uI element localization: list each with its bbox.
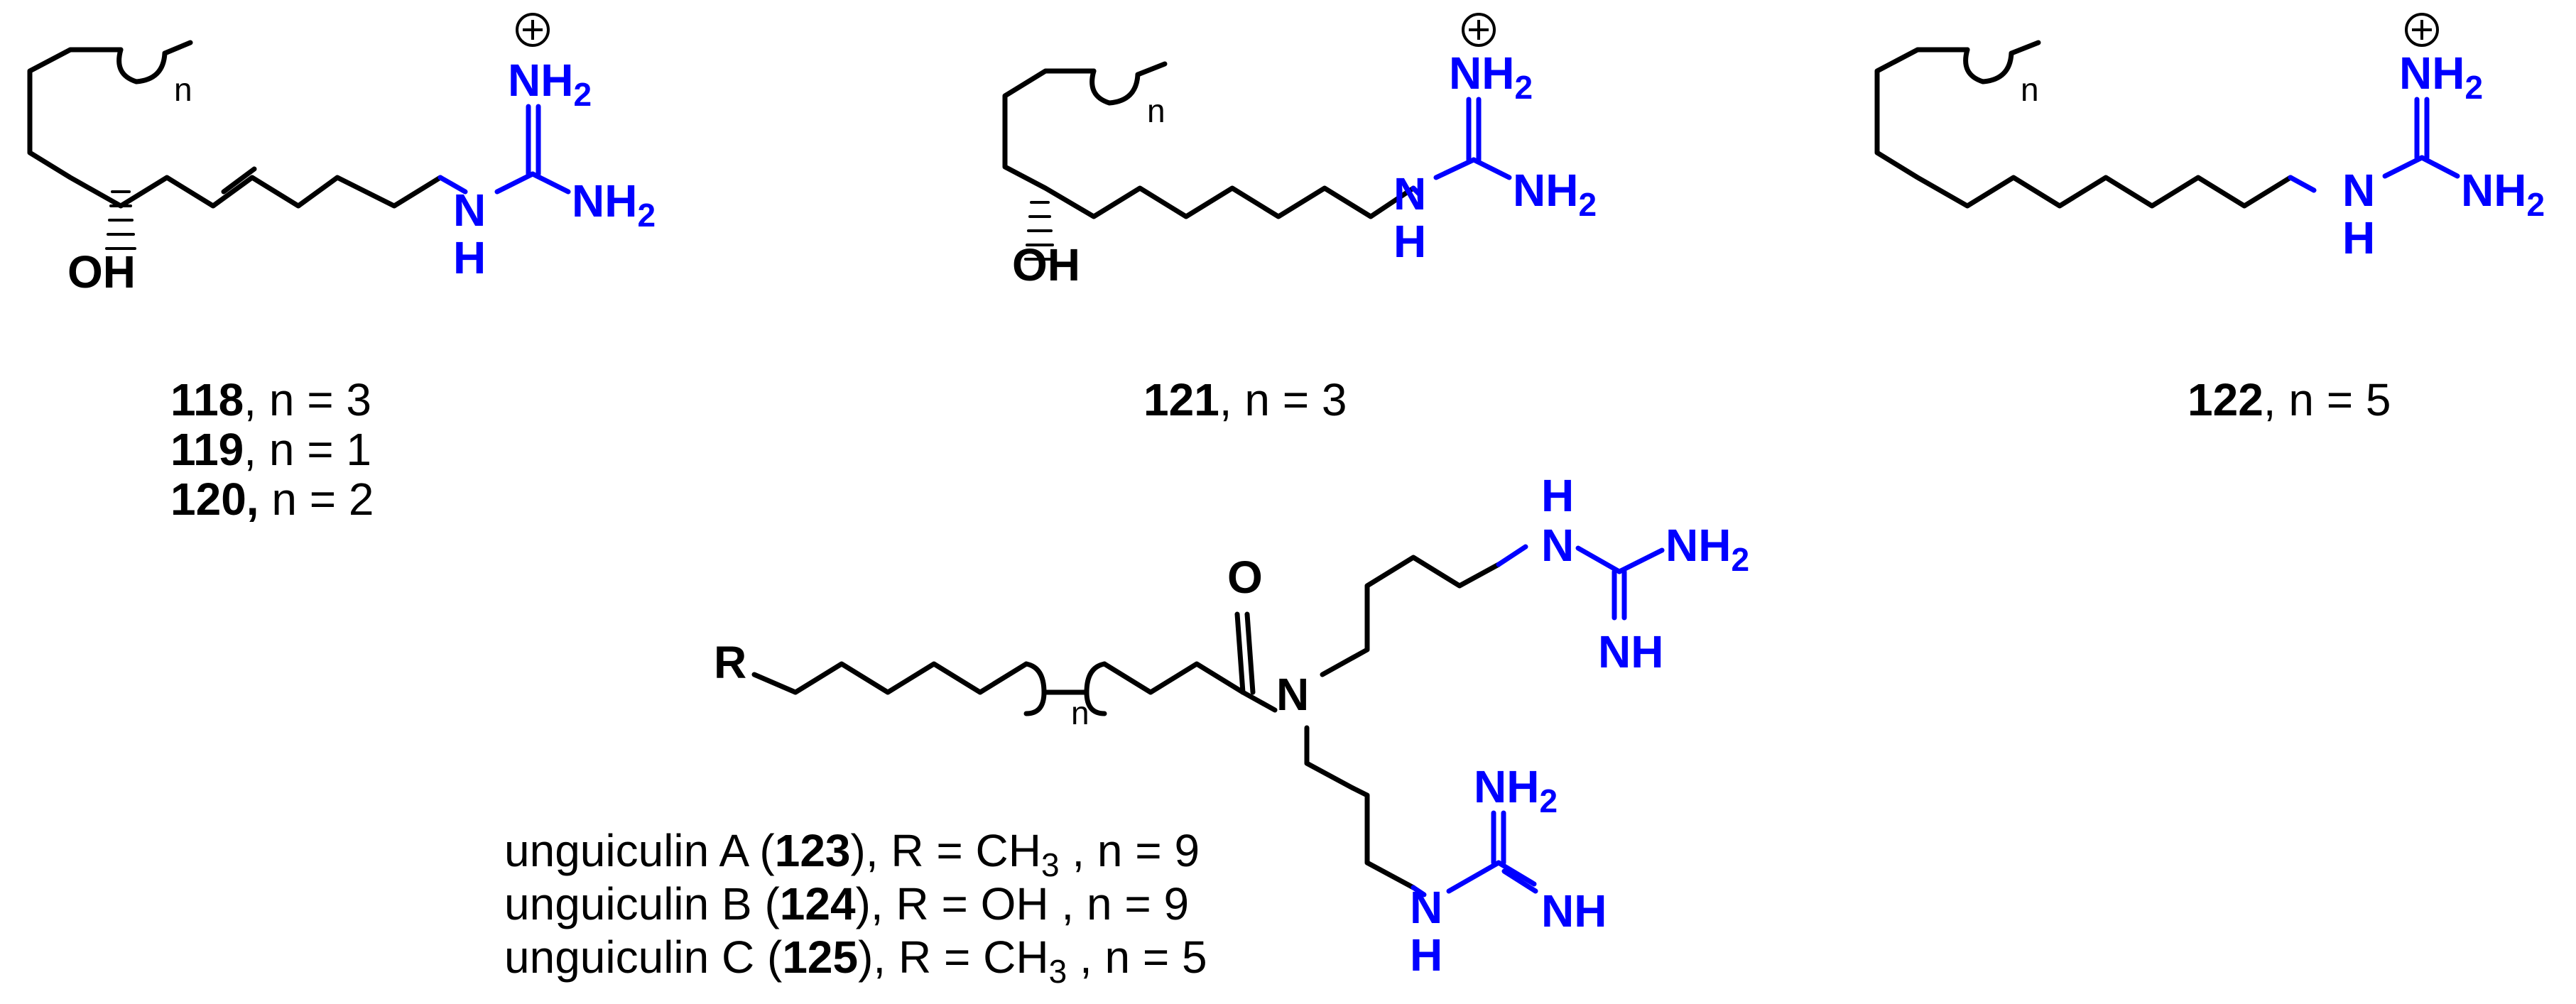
n-repeat-bracket-unguiculin bbox=[1023, 661, 1047, 716]
chain-122 bbox=[1874, 47, 2293, 209]
label-unguiculin-c: unguiculin C (125), R = CH3 , n = 5 bbox=[504, 932, 1207, 990]
label-unguiculin-b: unguiculin B (124), R = OH , n = 9 bbox=[504, 878, 1189, 929]
upper-cn-bond bbox=[1575, 545, 1622, 574]
repeat-n-122: n bbox=[2021, 71, 2039, 108]
lower-nh-h: H bbox=[1410, 929, 1442, 981]
nh2-top-118: NH2 bbox=[508, 55, 592, 113]
n-repeat-bracket-right-unguiculin bbox=[1084, 661, 1107, 716]
upper-cnh2-bond bbox=[1616, 547, 1665, 574]
nh2-right-118: NH2 bbox=[572, 175, 656, 234]
nh-h-121: H bbox=[1393, 216, 1426, 267]
carbonyl-bond-1 bbox=[1234, 611, 1246, 695]
oh-118: OH bbox=[67, 246, 136, 298]
chain-end-122 bbox=[2009, 40, 2041, 56]
n-repeat-bracket-118 bbox=[116, 47, 168, 84]
lower-arm bbox=[1304, 725, 1416, 890]
lower-nh-n: N bbox=[1410, 882, 1442, 933]
hashed-bond-118 bbox=[105, 190, 136, 250]
label-121: 121, n = 3 bbox=[1143, 374, 1347, 425]
upper-nh-n: N bbox=[1541, 520, 1574, 571]
n-repeat-bracket-122 bbox=[1963, 47, 2014, 84]
plus-charge-icon bbox=[516, 13, 550, 47]
lower-cn-bond bbox=[1446, 860, 1501, 894]
label-120: 120, n = 2 bbox=[170, 474, 374, 525]
label-118: 118, n = 3 bbox=[170, 374, 371, 425]
structure-unguiculin: R n O N H N NH2 NH N H NH2 NH bbox=[714, 470, 1749, 981]
structure-122: n N H NH2 NH2 bbox=[1874, 13, 2545, 263]
hashed-bond-121 bbox=[1024, 201, 1055, 261]
upper-n-bond bbox=[1496, 544, 1528, 567]
cn-bond-121 bbox=[1433, 157, 1477, 180]
double-bond-118 bbox=[221, 166, 257, 195]
structure-121: n OH N H NH2 NH2 bbox=[1002, 13, 1597, 290]
cnh2-bond-122 bbox=[2419, 155, 2460, 179]
repeat-n-unguiculin: n bbox=[1071, 694, 1089, 731]
lower-n-bond bbox=[1411, 885, 1427, 897]
nh-h-118: H bbox=[453, 232, 486, 283]
plus-charge-icon bbox=[2405, 13, 2439, 47]
n-bond-118 bbox=[438, 175, 468, 195]
chain-unguiculin-3 bbox=[1102, 661, 1246, 695]
chain-121 bbox=[1002, 68, 1416, 219]
n-bond-122 bbox=[2288, 175, 2317, 193]
lower-imine-bond-2 bbox=[1501, 868, 1538, 894]
r-group: R bbox=[714, 637, 746, 688]
label-119: 119, n = 1 bbox=[170, 424, 371, 475]
amide-nitrogen: N bbox=[1276, 669, 1309, 720]
carbonyl-oxygen: O bbox=[1227, 552, 1263, 603]
upper-arm bbox=[1320, 555, 1501, 677]
upper-nh-h: H bbox=[1541, 470, 1574, 521]
cnh2-bond-121 bbox=[1471, 157, 1512, 180]
repeat-n-121: n bbox=[1147, 92, 1165, 129]
cn-bond-118 bbox=[494, 171, 536, 195]
cn-bond-122 bbox=[2382, 155, 2425, 179]
lower-imine-bond-1 bbox=[1496, 860, 1537, 887]
chain-end-121 bbox=[1135, 61, 1168, 77]
repeat-n-118: n bbox=[174, 71, 192, 108]
n-repeat-bracket-121 bbox=[1089, 68, 1141, 106]
plus-charge-icon bbox=[1462, 13, 1496, 47]
nh2-right-122: NH2 bbox=[2461, 165, 2545, 223]
oh-121: OH bbox=[1012, 239, 1080, 290]
nh2-top-122: NH2 bbox=[2399, 48, 2483, 106]
upper-imine-nh: NH bbox=[1598, 626, 1663, 677]
label-unguiculin-a: unguiculin A (123), R = CH3 , n = 9 bbox=[504, 825, 1200, 883]
nh2-right-121: NH2 bbox=[1513, 165, 1597, 223]
structure-118-120: n OH N H NH2 NH2 bbox=[27, 13, 656, 298]
lower-nh2: NH2 bbox=[1474, 761, 1558, 819]
nh-n-118: N bbox=[453, 185, 486, 236]
carbonyl-bond-2 bbox=[1244, 611, 1256, 695]
chain-118 bbox=[27, 47, 443, 209]
label-122: 122, n = 5 bbox=[2188, 374, 2391, 425]
amide-bond bbox=[1240, 689, 1278, 713]
nh-n-122: N bbox=[2342, 165, 2375, 216]
nh-n-121: N bbox=[1393, 168, 1426, 219]
n-bond-121 bbox=[1411, 185, 1423, 198]
chain-end-118 bbox=[162, 40, 193, 56]
lower-imine-nh: NH bbox=[1541, 885, 1607, 937]
nh-h-122: H bbox=[2342, 212, 2375, 263]
nh2-top-121: NH2 bbox=[1449, 48, 1533, 106]
chain-unguiculin bbox=[751, 661, 1029, 695]
cnh2-bond-118 bbox=[530, 171, 571, 195]
upper-nh2: NH2 bbox=[1665, 520, 1749, 578]
